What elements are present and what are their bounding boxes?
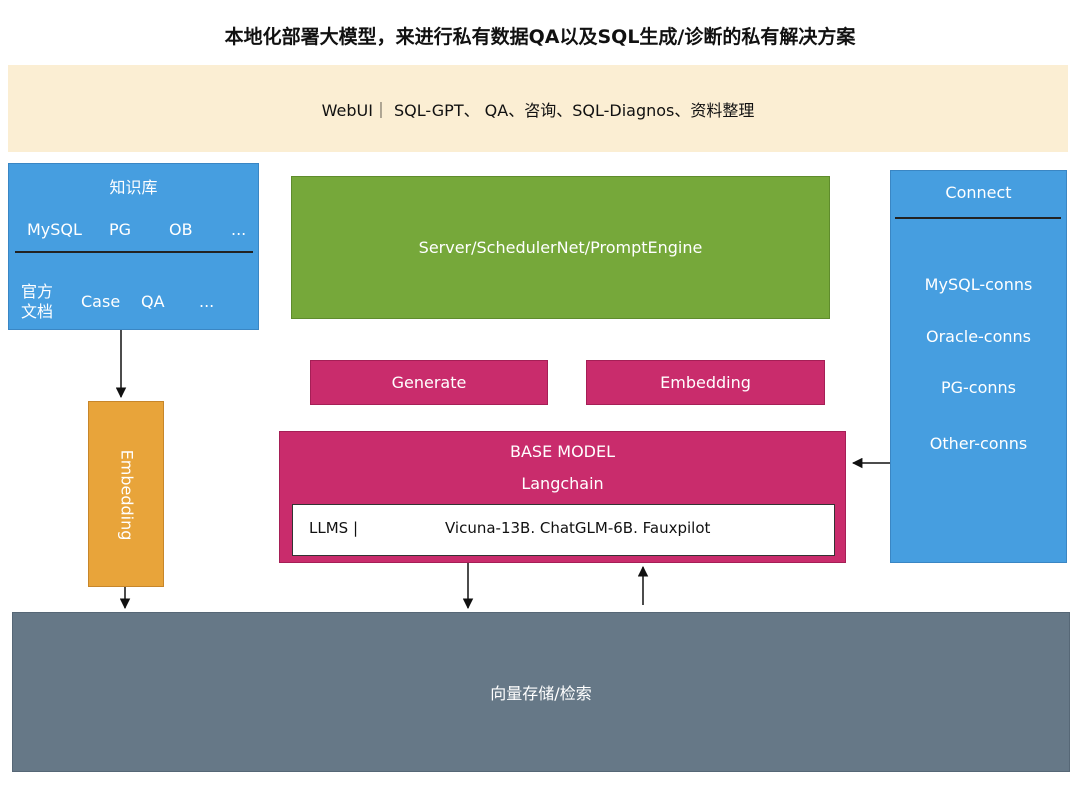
diagram-title: 本地化部署大模型，来进行私有数据QA以及SQL生成/诊断的私有解决方案 xyxy=(224,26,856,48)
knowledge-base-divider xyxy=(15,251,253,253)
webui-layer: WebUI｜ SQL-GPT、 QA、咨询、SQL-Diagnos、资料整理 xyxy=(8,65,1068,152)
connect-box: Connect MySQL-conns Oracle-conns PG-conn… xyxy=(890,170,1067,563)
connect-divider xyxy=(895,217,1061,219)
embedding-box: Embedding xyxy=(586,360,825,405)
llms-models: Vicuna-13B. ChatGLM-6B. Fauxpilot xyxy=(445,519,711,537)
connect-item-oracle: Oracle-conns xyxy=(925,327,1032,346)
knowledge-base-box: 知识库 MySQL PG OB ... 官方 文档 Case QA ... xyxy=(8,163,259,330)
kb-item-ob: OB xyxy=(169,220,193,239)
embedding-vertical-box: Embedding xyxy=(88,401,164,587)
server-label: Server/SchedulerNet/PromptEngine xyxy=(418,238,703,257)
connect-title: Connect xyxy=(945,183,1012,202)
embedding-label: Embedding xyxy=(660,373,751,392)
vector-store-label: 向量存储/检索 xyxy=(490,684,592,703)
kb-item-case: Case xyxy=(81,292,121,311)
generate-label: Generate xyxy=(391,373,467,392)
connect-item-mysql: MySQL-conns xyxy=(924,275,1033,294)
kb-item-more-docs: ... xyxy=(199,292,215,311)
base-model-subtitle: Langchain xyxy=(521,474,604,493)
vector-store-box: 向量存储/检索 xyxy=(12,612,1070,772)
kb-item-mysql: MySQL xyxy=(27,220,82,239)
kb-item-pg: PG xyxy=(109,220,132,239)
base-model-box: BASE MODEL Langchain LLMS | Vicuna-13B. … xyxy=(279,431,846,563)
generate-box: Generate xyxy=(310,360,548,405)
knowledge-base-title: 知识库 xyxy=(109,178,158,197)
connect-item-pg: PG-conns xyxy=(940,378,1017,397)
llms-label: LLMS | xyxy=(309,519,358,537)
webui-label: WebUI｜ SQL-GPT、 QA、咨询、SQL-Diagnos、资料整理 xyxy=(321,100,755,120)
connect-item-other: Other-conns xyxy=(929,434,1028,453)
kb-item-more: ... xyxy=(231,220,247,239)
kb-item-official-docs: 官方 文档 xyxy=(21,282,54,321)
base-model-title: BASE MODEL xyxy=(509,442,615,461)
server-box: Server/SchedulerNet/PromptEngine xyxy=(291,176,830,319)
kb-item-qa: QA xyxy=(141,292,165,311)
llms-box: LLMS | Vicuna-13B. ChatGLM-6B. Fauxpilot xyxy=(292,504,835,556)
